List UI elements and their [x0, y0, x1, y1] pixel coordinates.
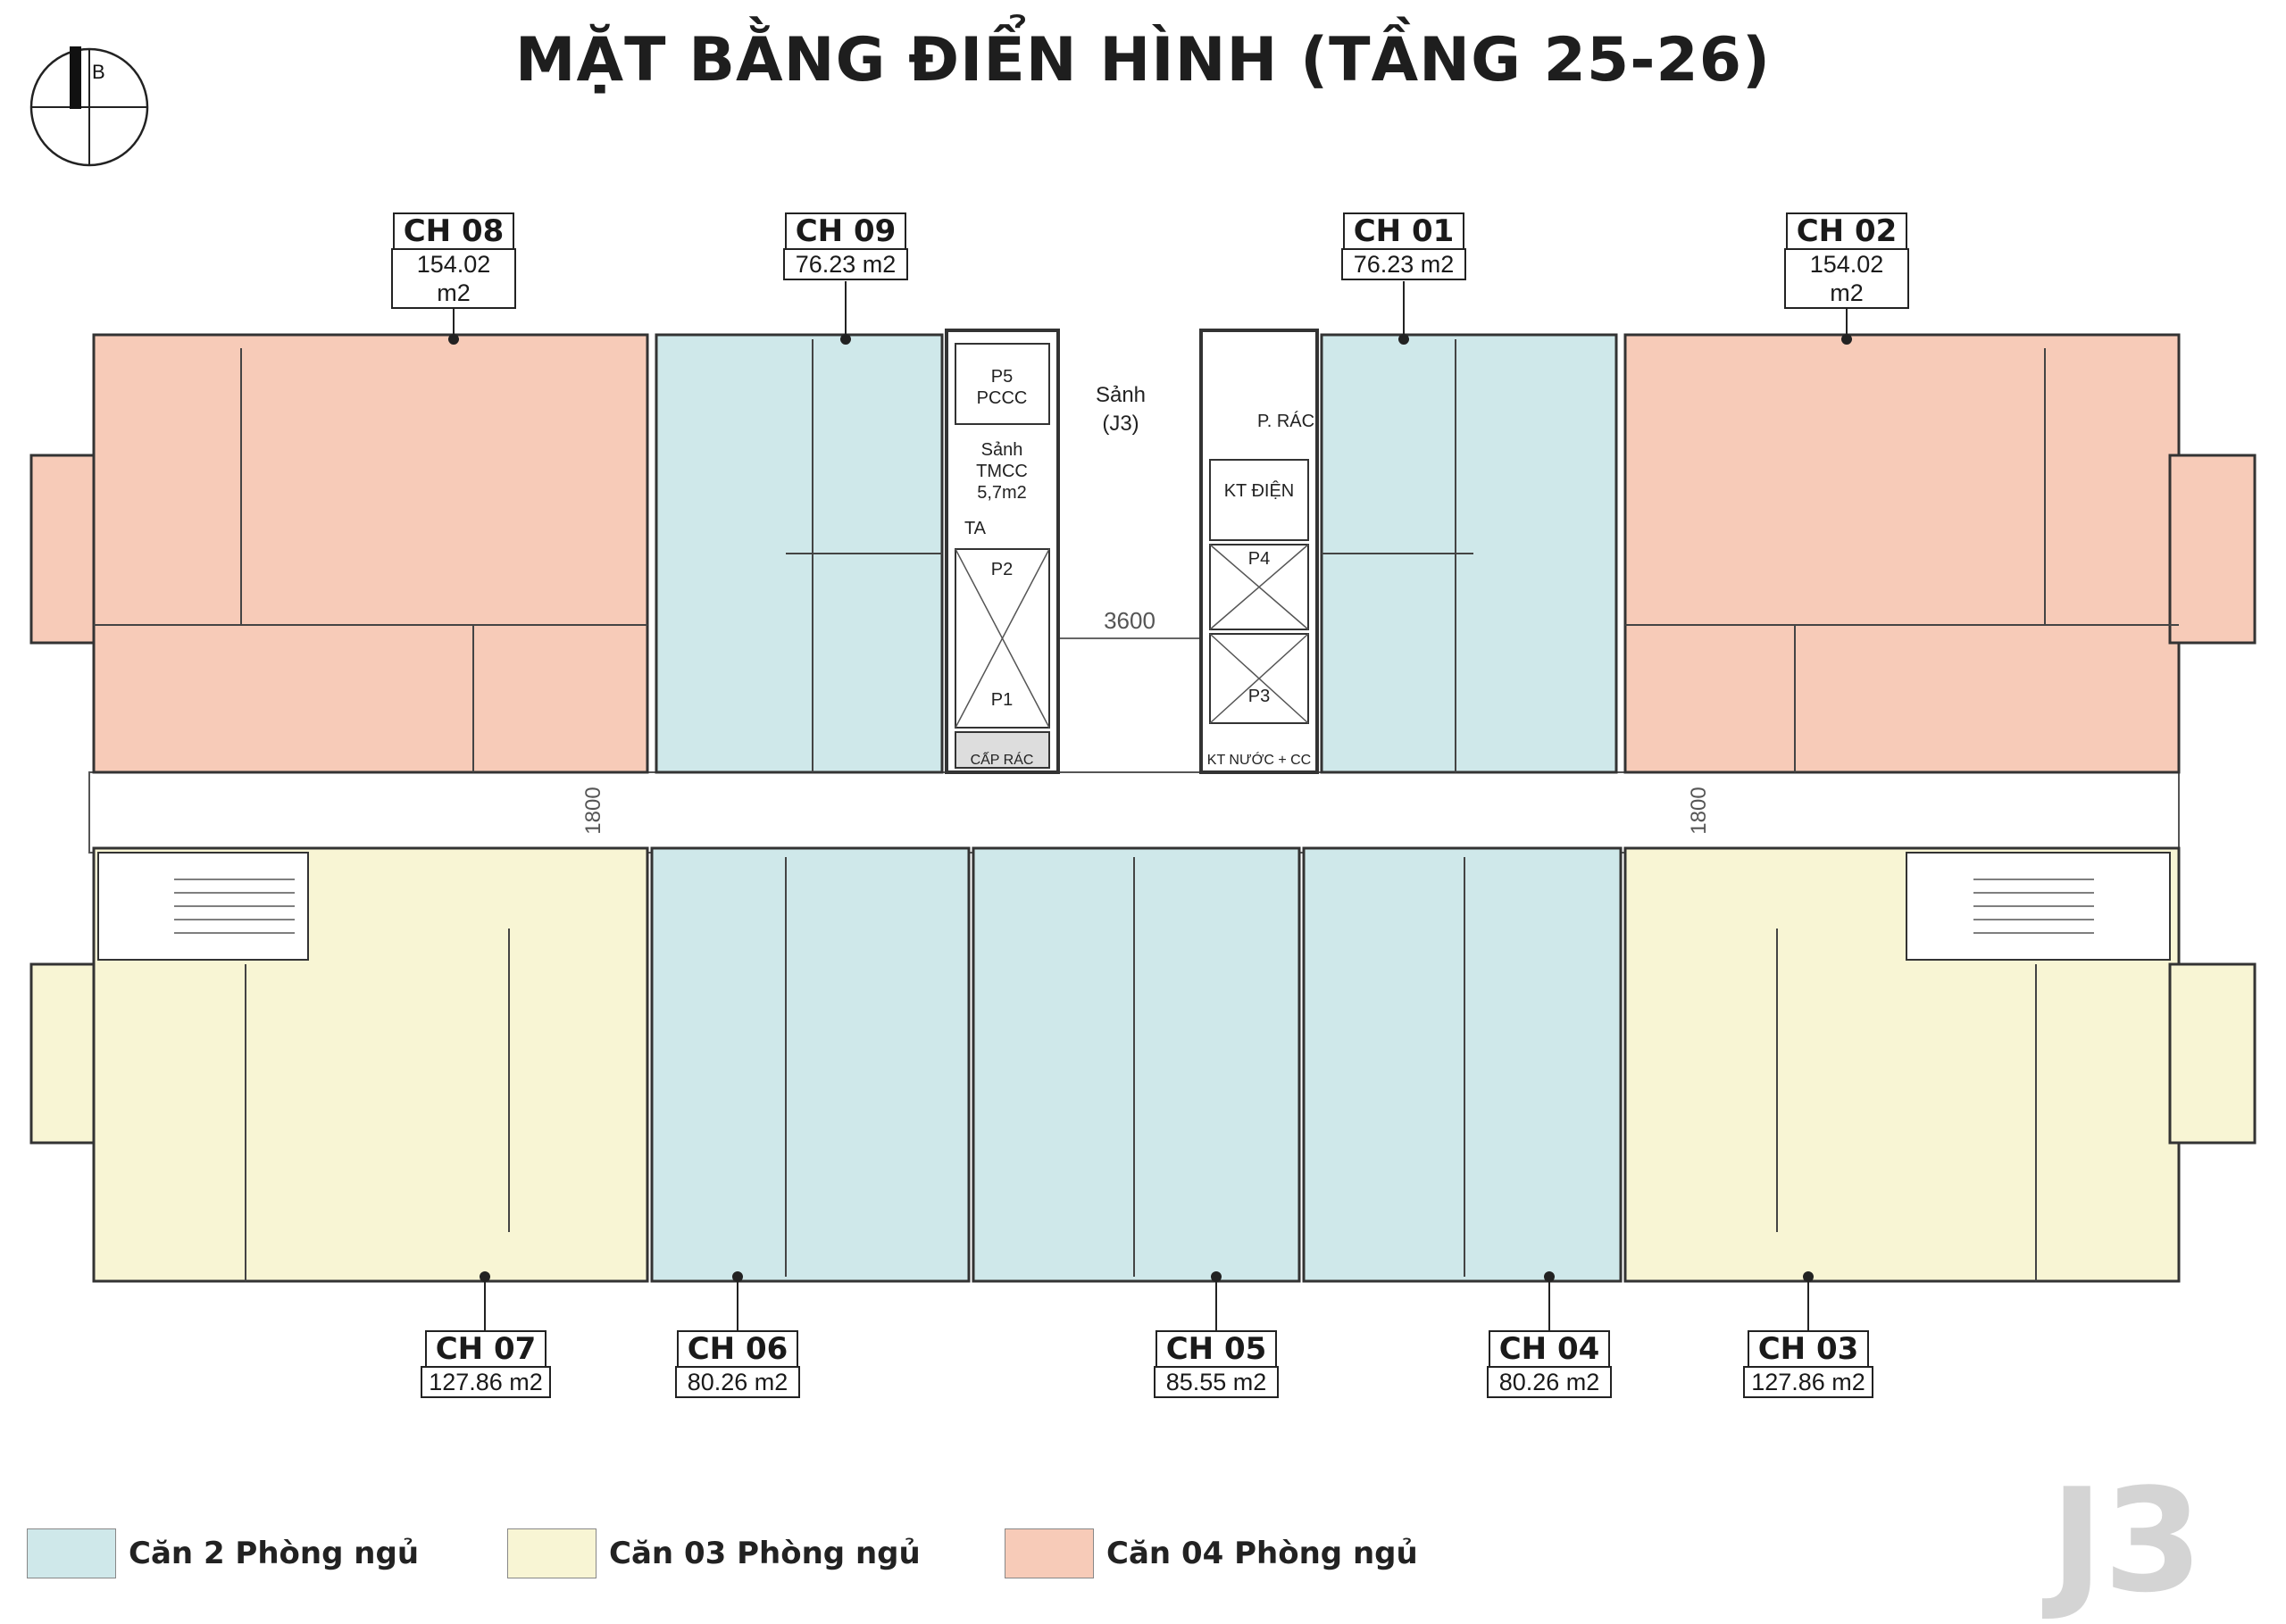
unit-code: CH 04: [1488, 1330, 1611, 1366]
unit-area: 85.55 m2: [1154, 1366, 1279, 1398]
unit-tag-ch03: CH 03 127.86 m2: [1743, 1330, 1873, 1398]
core-p1: P1: [991, 690, 1013, 710]
unit-code: CH 09: [784, 212, 907, 248]
legend-label: Căn 04 Phòng ngủ: [1106, 1536, 1418, 1571]
core-lobby-1: Sảnh: [1096, 383, 1146, 407]
stair-right: [1973, 879, 2094, 934]
legend-swatch: [27, 1528, 116, 1578]
core-sanh-tmcc-1: Sảnh: [981, 440, 1023, 460]
core-cap-rac: CẤP RÁC: [971, 751, 1034, 768]
compass-icon: B: [29, 46, 149, 167]
unit-area: 127.86 m2: [421, 1366, 551, 1398]
core-sanh-tmcc-3: 5,7m2: [977, 483, 1027, 503]
unit-ch06-shape: [650, 846, 971, 1283]
unit-tag-ch07: CH 07 127.86 m2: [421, 1330, 551, 1398]
unit-tag-ch01: CH 01 76.23 m2: [1341, 212, 1466, 280]
legend-swatch: [1005, 1528, 1094, 1578]
core-p-rac: P. RÁC: [1257, 411, 1314, 431]
unit-code: CH 03: [1747, 1330, 1870, 1366]
core-pccc: PCCC: [977, 388, 1028, 408]
unit-ch03-shape: [1623, 846, 2257, 1283]
unit-tag-ch06: CH 06 80.26 m2: [675, 1330, 800, 1398]
core-p3: P3: [1248, 687, 1270, 706]
core-kt-nuoc: KT NƯỚC + CC: [1207, 751, 1311, 768]
unit-tag-ch09: CH 09 76.23 m2: [783, 212, 908, 280]
unit-code: CH 01: [1342, 212, 1465, 248]
core-p4: P4: [1248, 549, 1270, 569]
unit-area: 127.86 m2: [1743, 1366, 1873, 1398]
tag-leaders: [448, 281, 1852, 1330]
legend-swatch: [507, 1528, 597, 1578]
unit-ch07-shape: [29, 846, 649, 1283]
unit-ch02-shape: [1623, 333, 2257, 774]
unit-area: 80.26 m2: [1487, 1366, 1612, 1398]
unit-code: CH 06: [676, 1330, 799, 1366]
legend-two-bed: Căn 2 Phòng ngủ: [27, 1528, 419, 1578]
interior-walls: [94, 339, 2179, 1281]
legend-label: Căn 2 Phòng ngủ: [129, 1536, 420, 1571]
core-p5: P5: [991, 367, 1013, 387]
unit-code: CH 02: [1785, 212, 1908, 248]
unit-tag-ch04: CH 04 80.26 m2: [1487, 1330, 1612, 1398]
page-title: MẶT BẰNG ĐIỂN HÌNH (TẦNG 25-26): [514, 25, 1772, 96]
corridor-dimension-left: 1800: [581, 787, 605, 834]
unit-ch04-shape: [1302, 846, 1623, 1283]
core-sanh-tmcc-2: TMCC: [976, 462, 1028, 481]
unit-tag-ch02: CH 02 154.02 m2: [1784, 212, 1909, 309]
unit-area: 76.23 m2: [783, 248, 908, 280]
unit-area: 154.02 m2: [1784, 248, 1909, 309]
unit-code: CH 05: [1155, 1330, 1278, 1366]
corridor-dimension-right: 1800: [1687, 787, 1711, 834]
stair-left: [174, 879, 295, 934]
core-p2: P2: [991, 560, 1013, 579]
core-kt-dien: KT ĐIỆN: [1224, 480, 1295, 501]
core-width-dimension: 3600: [1104, 607, 1156, 634]
unit-area: 154.02 m2: [391, 248, 516, 309]
core-right: [1199, 329, 1319, 774]
unit-code: CH 08: [392, 212, 515, 248]
legend-label: Căn 03 Phòng ngủ: [609, 1536, 921, 1571]
unit-ch08-shape: [29, 333, 649, 774]
core-ta: TA: [964, 519, 987, 538]
unit-area: 76.23 m2: [1341, 248, 1466, 280]
unit-code: CH 07: [424, 1330, 547, 1366]
unit-area: 80.26 m2: [675, 1366, 800, 1398]
unit-tag-ch05: CH 05 85.55 m2: [1154, 1330, 1279, 1398]
legend-three-bed: Căn 03 Phòng ngủ: [507, 1528, 921, 1578]
corridor: [88, 771, 2180, 854]
legend-four-bed: Căn 04 Phòng ngủ: [1005, 1528, 1418, 1578]
core-lobby-2: (J3): [1102, 412, 1139, 436]
compass-letter: B: [92, 61, 105, 83]
unit-tag-ch08: CH 08 154.02 m2: [391, 212, 516, 309]
core-left: [945, 329, 1060, 774]
building-watermark: J3: [2050, 1457, 2203, 1624]
unit-ch05-shape: [972, 846, 1301, 1283]
